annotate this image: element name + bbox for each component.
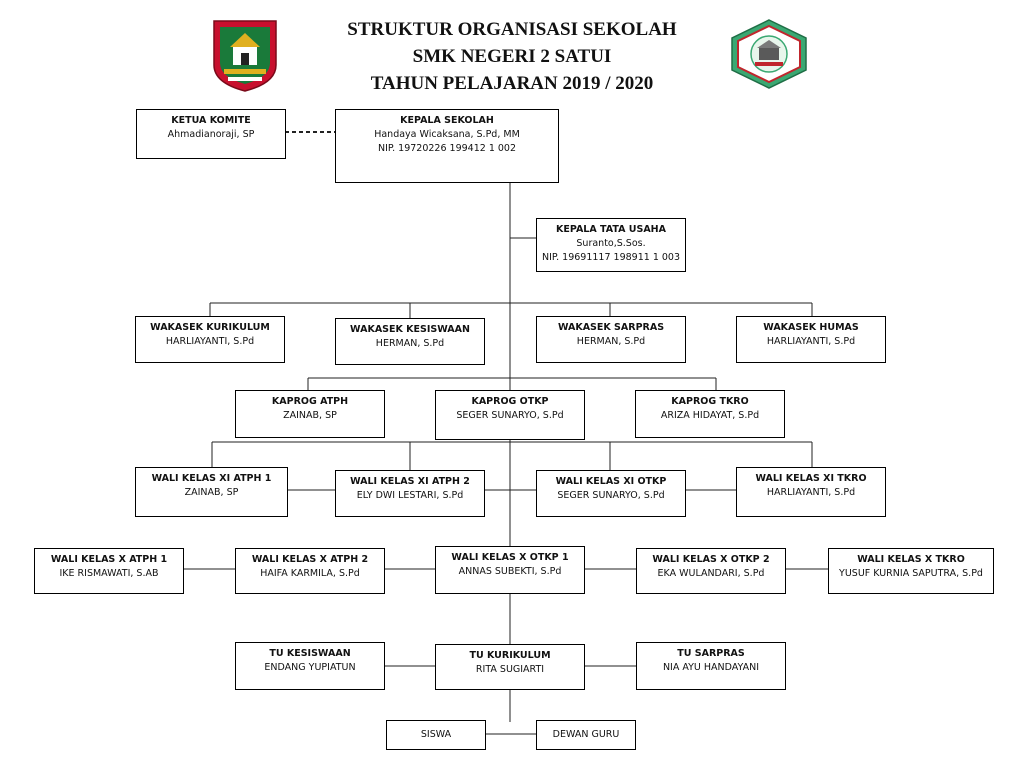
box-kaprog-atph: KAPROG ATPH ZAINAB, SP <box>235 390 385 438</box>
box-title: WALI KELAS X ATPH 1 <box>50 554 168 565</box>
box-name: HARLIAYANTI, S.Pd <box>165 336 255 347</box>
box-wakasek-humas: WAKASEK HUMAS HARLIAYANTI, S.Pd <box>736 316 886 363</box>
box-name: HAIFA KARMILA, S.Pd <box>260 568 360 579</box>
box-tu-kesiswaan: TU KESISWAAN ENDANG YUPIATUN <box>235 642 385 690</box>
box-wali-x-otkp1: WALI KELAS X OTKP 1 ANNAS SUBEKTI, S.Pd <box>435 546 585 594</box>
regency-crest-icon <box>213 20 277 92</box>
box-name: HARLIAYANTI, S.Pd <box>766 336 856 347</box>
box-title: KEPALA TATA USAHA <box>556 224 666 235</box>
box-name: ARIZA HIDAYAT, S.Pd <box>660 410 760 421</box>
box-title: WAKASEK KURIKULUM <box>150 322 270 333</box>
box-kepala-sekolah: KEPALA SEKOLAH Handaya Wicaksana, S.Pd, … <box>335 109 559 183</box>
box-wali-x-atph1: WALI KELAS X ATPH 1 IKE RISMAWATI, S.AB <box>34 548 184 594</box>
box-name: EKA WULANDARI, S.Pd <box>657 568 765 579</box>
box-wakasek-sarpras: WAKASEK SARPRAS HERMAN, S.Pd <box>536 316 686 363</box>
box-wakasek-kesiswaan: WAKASEK KESISWAAN HERMAN, S.Pd <box>335 318 485 365</box>
box-name: ZAINAB, SP <box>184 487 239 498</box>
box-name: SEGER SUNARYO, S.Pd <box>557 490 665 501</box>
box-name: ANNAS SUBEKTI, S.Pd <box>458 566 562 577</box>
page-title-line1: STRUKTUR ORGANISASI SEKOLAH <box>347 19 677 40</box>
school-emblem-icon <box>731 19 807 89</box>
box-kaprog-otkp: KAPROG OTKP SEGER SUNARYO, S.Pd <box>435 390 585 440</box>
box-name: ENDANG YUPIATUN <box>264 662 356 673</box>
box-title: KAPROG OTKP <box>471 396 549 407</box>
box-title: WALI KELAS X OTKP 1 <box>451 552 569 563</box>
box-title: KAPROG TKRO <box>671 396 749 407</box>
box-name: RITA SUGIARTI <box>475 664 545 675</box>
right-logo <box>730 18 808 90</box>
box-ketua-komite: KETUA KOMITE Ahmadianoraji, SP <box>136 109 286 159</box>
box-wali-xi-atph1: WALI KELAS XI ATPH 1 ZAINAB, SP <box>135 467 288 517</box>
box-title: KETUA KOMITE <box>171 115 251 126</box>
box-name: Suranto,S.Sos. <box>576 238 646 249</box>
box-title: WALI KELAS XI OTKP <box>555 476 667 487</box>
box-name: ZAINAB, SP <box>283 410 337 421</box>
box-title: TU SARPRAS <box>677 648 745 659</box>
box-name: HARLIAYANTI, S.Pd <box>766 487 856 498</box>
box-title: KEPALA SEKOLAH <box>400 115 494 126</box>
box-tu-kurikulum: TU KURIKULUM RITA SUGIARTI <box>435 644 585 690</box>
box-name: HERMAN, S.Pd <box>576 336 646 347</box>
box-title: WAKASEK KESISWAAN <box>350 324 470 335</box>
box-title: WALI KELAS XI TKRO <box>755 473 867 484</box>
box-name: YUSUF KURNIA SAPUTRA, S.Pd <box>839 568 983 579</box>
page-title-line2: SMK NEGERI 2 SATUI <box>412 46 612 67</box>
box-title: WALI KELAS X TKRO <box>857 554 965 565</box>
box-name: ELY DWI LESTARI, S.Pd <box>356 490 464 501</box>
box-kepala-tata-usaha: KEPALA TATA USAHA Suranto,S.Sos. NIP. 19… <box>536 218 686 272</box>
box-siswa: SISWA <box>386 720 486 750</box>
box-title: WALI KELAS X ATPH 2 <box>251 554 369 565</box>
box-wali-x-otkp2: WALI KELAS X OTKP 2 EKA WULANDARI, S.Pd <box>636 548 786 594</box>
box-name: SEGER SUNARYO, S.Pd <box>456 410 564 421</box>
box-wali-xi-atph2: WALI KELAS XI ATPH 2 ELY DWI LESTARI, S.… <box>335 470 485 517</box>
box-name: NIA AYU HANDAYANI <box>662 662 760 673</box>
box-name: SISWA <box>420 729 452 740</box>
box-title: TU KESISWAAN <box>269 648 351 659</box>
box-tu-sarpras: TU SARPRAS NIA AYU HANDAYANI <box>636 642 786 690</box>
box-kaprog-tkro: KAPROG TKRO ARIZA HIDAYAT, S.Pd <box>635 390 785 438</box>
box-wali-x-tkro: WALI KELAS X TKRO YUSUF KURNIA SAPUTRA, … <box>828 548 994 594</box>
box-wali-xi-otkp: WALI KELAS XI OTKP SEGER SUNARYO, S.Pd <box>536 470 686 517</box>
box-dewan-guru: DEWAN GURU <box>536 720 636 750</box>
box-title: WALI KELAS XI ATPH 2 <box>350 476 470 487</box>
page-title-line3: TAHUN PELAJARAN 2019 / 2020 <box>370 73 654 94</box>
left-logo <box>210 17 280 93</box>
box-name: Ahmadianoraji, SP <box>167 129 255 140</box>
box-nip: NIP. 19720226 199412 1 002 <box>377 143 517 154</box>
box-title: WALI KELAS X OTKP 2 <box>652 554 770 565</box>
box-title: WALI KELAS XI ATPH 1 <box>151 473 272 484</box>
box-name: DEWAN GURU <box>552 729 620 740</box>
box-name: Handaya Wicaksana, S.Pd, MM <box>374 129 520 140</box>
box-title: WAKASEK HUMAS <box>763 322 859 333</box>
box-nip: NIP. 19691117 198911 1 003 <box>541 252 681 263</box>
box-wali-xi-tkro: WALI KELAS XI TKRO HARLIAYANTI, S.Pd <box>736 467 886 517</box>
box-wakasek-kurikulum: WAKASEK KURIKULUM HARLIAYANTI, S.Pd <box>135 316 285 363</box>
box-title: WAKASEK SARPRAS <box>557 322 665 333</box>
box-name: IKE RISMAWATI, S.AB <box>59 568 159 579</box>
box-title: KAPROG ATPH <box>271 396 349 407</box>
box-title: TU KURIKULUM <box>469 650 551 661</box>
box-wali-x-atph2: WALI KELAS X ATPH 2 HAIFA KARMILA, S.Pd <box>235 548 385 594</box>
box-name: HERMAN, S.Pd <box>375 338 445 349</box>
